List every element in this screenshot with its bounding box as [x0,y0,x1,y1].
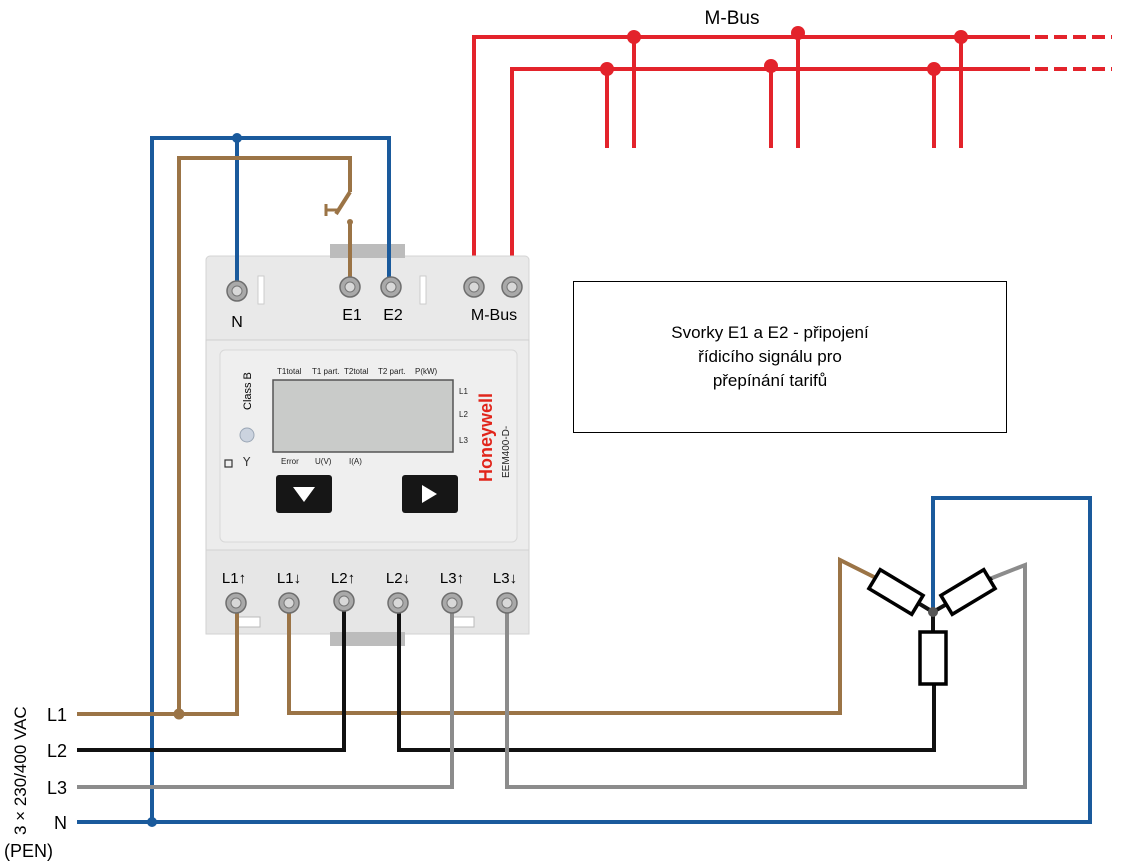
supply-n-label: N [54,813,67,833]
terminal-l2-out-label: L2↓ [386,570,410,587]
down-arrow-icon [293,487,315,502]
supply-l2-label: L2 [47,741,67,761]
mbus-wiring [472,33,1112,282]
terminal-screw-head [231,285,243,297]
terminal-screw-head [506,281,518,293]
model-label: EEM400-D- [501,426,512,478]
l3-load-wire [505,562,1027,789]
lcd-l1: L1 [459,387,468,396]
energy-meter: Υ [205,244,530,646]
control-wire [177,156,352,714]
terminal-l3-out-label: L3↓ [493,570,517,587]
terminal-l1-out-label: L1↓ [277,570,301,587]
lcd-t1-total: T1total [277,367,302,376]
terminal-screw-head [344,281,356,293]
terminal-n-label: N [231,314,243,331]
supply-voltage-label: 3 × 230/400 VAC [11,706,30,835]
terminal-screw-head [446,597,458,609]
terminal-screws [225,276,523,614]
supply-l1-label: L1 [47,705,67,725]
note-line-2: řídicího signálu pro [698,347,842,366]
note-line-1: Svorky E1 a E2 - připojení [671,323,869,342]
wire-junctions [147,133,353,827]
l2-load-wire [397,602,936,752]
lcd-error: Error [281,457,299,466]
terminal-screw-head [392,597,404,609]
terminal-e1-label: E1 [342,307,362,324]
terminal-screw-head [385,281,397,293]
neutral-wire [77,496,1092,824]
star-load [866,567,998,686]
terminal-screw-head [230,597,242,609]
switch-lever [334,190,352,216]
lcd-l2: L2 [459,410,468,419]
mbus-bus-label: M-Bus [705,8,760,29]
terminal-l3-in-label: L3↑ [440,570,464,587]
neutral-riser [150,136,391,822]
lcd-t2-total: T2total [344,367,369,376]
svg-text:Υ: Υ [242,455,251,469]
lcd-voltage: U(V) [315,457,332,466]
terminal-screw-head [468,281,480,293]
lcd-current: I(A) [349,457,362,466]
supply-l3-label: L3 [47,778,67,798]
supply-pen-label: (PEN) [4,841,53,861]
l3-wire [77,602,454,789]
terminal-l2-in-label: L2↑ [331,570,355,587]
l1-wire [77,602,239,716]
terminal-screw-head [283,597,295,609]
class-label: Class B [242,372,254,410]
note-line-3: přepínání tarifů [712,371,828,390]
terminal-screw-head [338,595,350,607]
l1-load-wire [287,556,881,715]
l2-wire [77,602,346,752]
terminal-screw-head [501,597,513,609]
lcd-t2-part: T2 part. [378,367,406,376]
brand-logo: Honeywell [476,393,496,482]
tariff-note-box: Svorky E1 a E2 - připojení řídicího sign… [573,281,1007,433]
lcd-l3: L3 [459,436,468,445]
lcd-t1-part: T1 part. [312,367,340,376]
terminal-l1-in-label: L1↑ [222,570,246,587]
mbus-junctions [600,26,968,76]
terminal-mbus-label: M-Bus [471,307,517,324]
terminal-e2-label: E2 [383,307,403,324]
lcd-p: P(kW) [415,367,438,376]
play-arrow-icon [422,485,437,503]
